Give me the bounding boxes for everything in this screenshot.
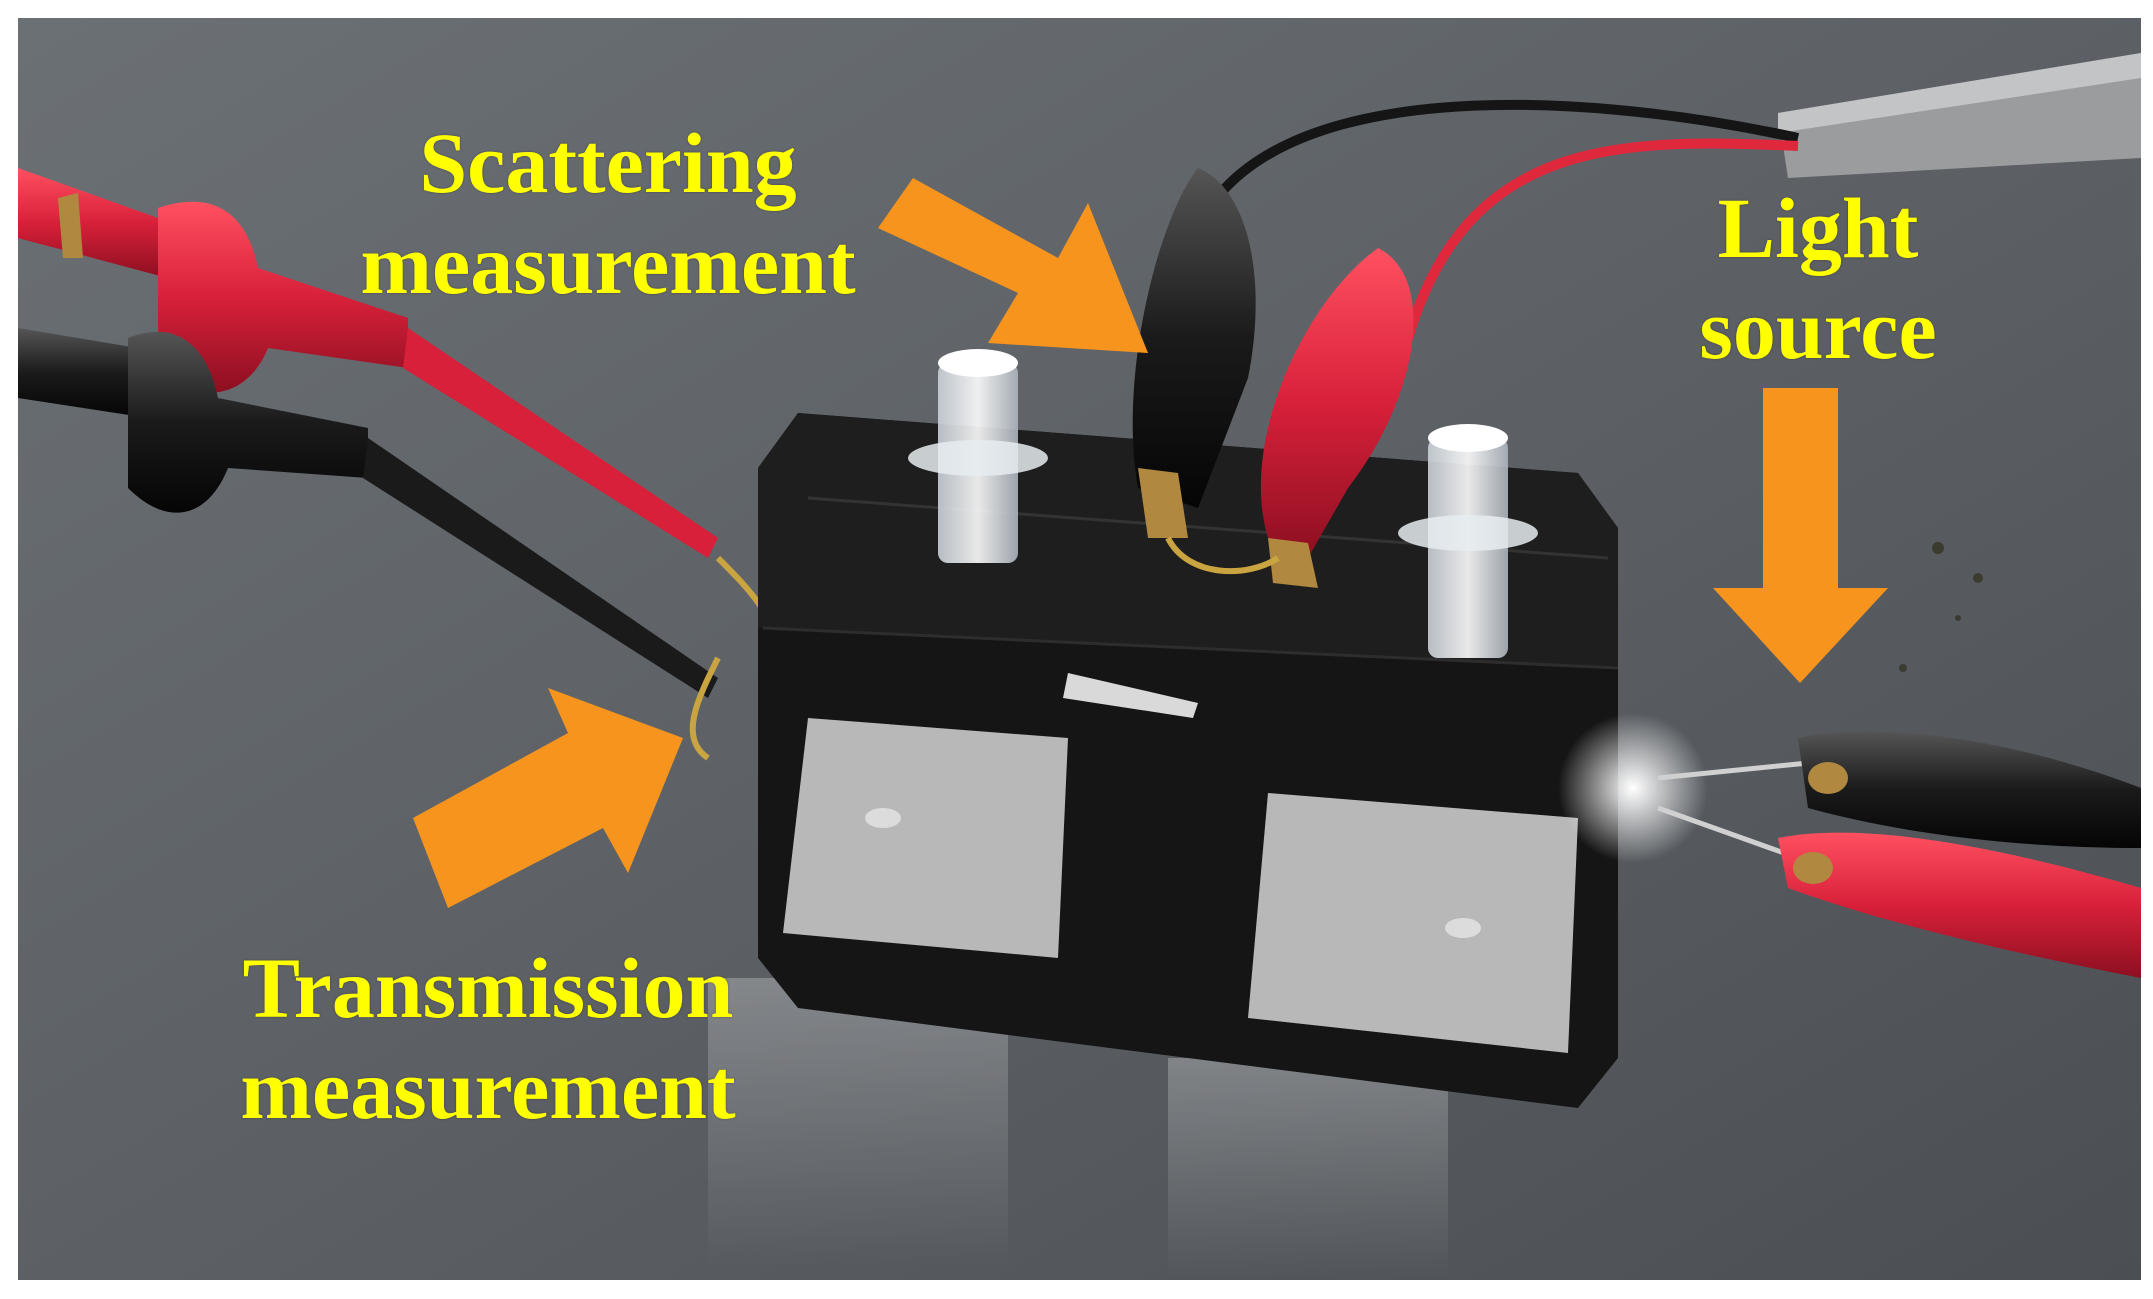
light-source-label: Light source — [1658, 178, 1978, 381]
top-cables — [1193, 99, 1800, 340]
red-probe — [18, 168, 718, 558]
right-clips — [1657, 731, 2141, 978]
photo-scene — [18, 18, 2141, 1280]
light-glow — [1558, 713, 1708, 863]
transmission-line1: Transmission — [242, 940, 734, 1036]
scattering-line2: measurement — [360, 216, 856, 313]
light-line2: source — [1699, 281, 1937, 378]
alligator-clip-icon — [1132, 168, 1414, 588]
reflection-right — [1168, 1058, 1448, 1278]
usb-connector — [1778, 53, 2141, 178]
arrow-icon — [413, 178, 1888, 908]
table-specks — [1899, 542, 1983, 672]
transmission-measurement-label: Transmission measurement — [193, 938, 783, 1141]
black-probe — [18, 328, 781, 761]
light-line1: Light — [1717, 180, 1919, 276]
scattering-measurement-label: Scattering measurement — [318, 113, 898, 316]
metal-clip — [1063, 673, 1198, 718]
photo: Scattering measurement Light source Tran… — [18, 18, 2141, 1280]
led-icon — [908, 349, 1538, 658]
window-panels — [783, 718, 1578, 1053]
transmission-line2: measurement — [240, 1041, 736, 1138]
scattering-line1: Scattering — [419, 115, 797, 211]
